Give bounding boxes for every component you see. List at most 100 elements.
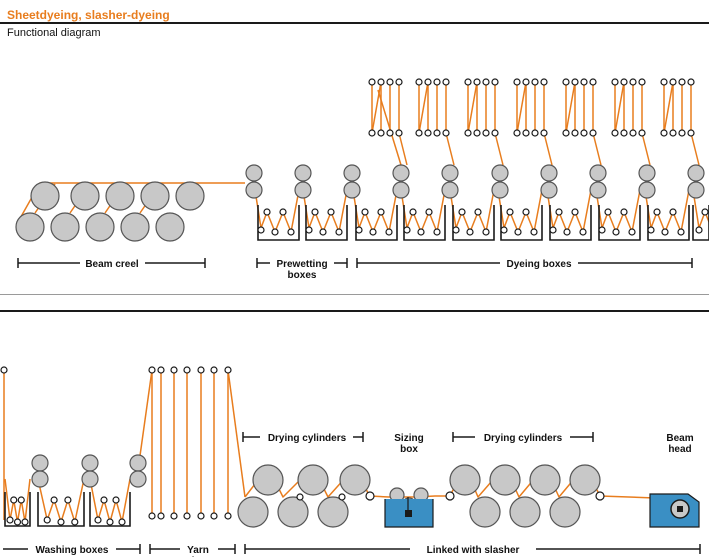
airing-bottom-roller — [386, 129, 394, 137]
box-guide-roller — [500, 226, 508, 234]
airing-bottom-roller — [678, 129, 686, 137]
store-outgoing — [227, 369, 246, 498]
drying-cylinder — [449, 464, 481, 496]
airing-top-roller — [424, 78, 432, 86]
airing-top-roller — [540, 78, 548, 86]
beam-creel-beam — [70, 181, 100, 211]
box-guide-roller — [403, 226, 411, 234]
guide-roller — [445, 491, 455, 501]
top-box — [549, 205, 592, 241]
box-guide-roller — [287, 228, 295, 236]
washing-box — [4, 492, 31, 527]
airing-top-roller — [660, 78, 668, 86]
box-guide-roller — [311, 208, 319, 216]
sizing-label-1: Sizing — [394, 433, 423, 444]
airing-top-roller — [377, 78, 385, 86]
airing-bottom-roller — [669, 129, 677, 137]
airing-yarn — [516, 81, 527, 134]
washing-yarn — [4, 478, 31, 523]
nip-roller — [392, 181, 410, 199]
top-box — [403, 205, 446, 241]
box-guide-roller — [514, 228, 522, 236]
airing-yarn — [641, 132, 651, 166]
washing-guide — [106, 518, 114, 526]
airing-yarn — [592, 132, 602, 166]
nip-roller — [392, 164, 410, 182]
nip-roller — [687, 181, 705, 199]
airing-bottom-roller — [687, 129, 695, 137]
store-bottom-roller — [210, 512, 218, 520]
airing-yarn — [690, 132, 700, 166]
airing-top-roller — [482, 78, 490, 86]
airing-yarn — [377, 89, 402, 166]
dyeing-boxes-dimension: Dyeing boxes — [356, 258, 693, 270]
airing-bottom-roller — [464, 129, 472, 137]
box-guide-roller — [522, 208, 530, 216]
store-top-roller — [197, 366, 205, 374]
box-guide-roller — [571, 208, 579, 216]
nip-roller — [638, 181, 656, 199]
linked-slasher-label: Linked with slasher — [427, 545, 520, 556]
box-guide-roller — [458, 208, 466, 216]
box-guide-roller — [327, 208, 335, 216]
washing-guide — [71, 518, 79, 526]
top-box — [257, 205, 300, 241]
airing-top-roller — [513, 78, 521, 86]
drying-cylinder — [237, 496, 269, 528]
yarn-store-label-1: Yarn — [187, 545, 209, 556]
drying-cylinders-label-2: Drying cylinders — [484, 433, 563, 444]
washing-boxes-dimension: Washing boxes — [3, 544, 141, 556]
box-guide-roller — [506, 208, 514, 216]
lower-rule — [0, 310, 709, 312]
nip-roller — [245, 164, 263, 182]
airing-bottom-roller — [377, 129, 385, 137]
drying-cylinder — [549, 496, 581, 528]
drying-guide — [296, 493, 304, 501]
nip-roller — [343, 164, 361, 182]
box-guide-roller — [279, 208, 287, 216]
washing-nip-roller — [129, 454, 147, 472]
nip-roller — [540, 181, 558, 199]
nip-roller — [294, 164, 312, 182]
drying-cylinder — [509, 496, 541, 528]
box-guide-roller — [271, 228, 279, 236]
washing-guide — [13, 518, 22, 526]
box-guide-roller — [466, 228, 474, 236]
airing-yarn — [371, 81, 382, 134]
airing-bottom-roller — [629, 129, 637, 137]
airing-bottom-roller — [522, 129, 530, 137]
beam-head-label-2: head — [668, 444, 691, 455]
nip-roller — [245, 181, 263, 199]
store-bottom-roller — [148, 512, 156, 520]
box-guide-roller — [563, 228, 571, 236]
box-guide-roller — [604, 208, 612, 216]
linked-slasher-dimension: Linked with slasher — [244, 544, 701, 556]
washing-nip-roller — [81, 454, 99, 472]
box-guide-roller — [319, 228, 327, 236]
drying-cylinder — [252, 464, 284, 496]
box-guide-roller — [653, 208, 661, 216]
store-top-roller — [224, 366, 232, 374]
yarn-store-dimension: Yarn store — [149, 544, 236, 557]
washing-guide — [100, 496, 108, 504]
washing-guide — [94, 516, 102, 524]
washing-guide — [64, 496, 72, 504]
box-guide-roller — [661, 228, 669, 236]
store-bottom-roller — [183, 512, 191, 520]
box-guide-roller — [647, 226, 655, 234]
beam-creel-beam — [30, 181, 60, 211]
washing-guide — [112, 496, 120, 504]
airing-bottom-roller — [473, 129, 481, 137]
airing-bottom-roller — [442, 129, 450, 137]
airing-top-roller — [531, 78, 539, 86]
dyeing-boxes-label: Dyeing boxes — [506, 259, 571, 270]
drying-cylinders-label-1: Drying cylinders — [268, 433, 347, 444]
airing-top-roller — [562, 78, 570, 86]
nip-roller — [491, 181, 509, 199]
yarn-store-feed — [137, 369, 153, 471]
title-rule — [0, 22, 709, 24]
sizing-yarn — [369, 495, 450, 498]
drying-cylinders-2-dimension: Drying cylinders — [452, 432, 594, 444]
bottom-section-rollers — [0, 366, 605, 528]
box-guide-roller — [369, 228, 377, 236]
